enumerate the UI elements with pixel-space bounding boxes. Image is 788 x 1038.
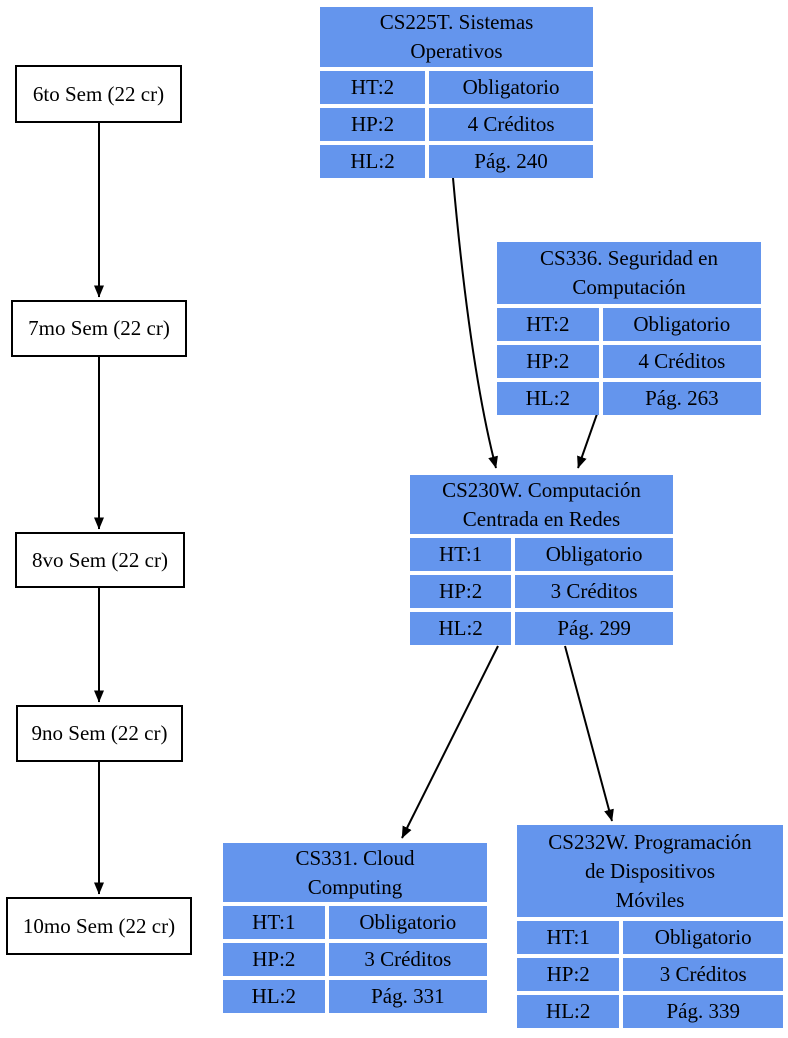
card-row-value: 3 Créditos	[515, 575, 673, 608]
course-title-line: CS331. Cloud	[295, 845, 415, 870]
course-card-cs336: CS336. Seguridad en Computación HT:2 Obl…	[497, 242, 761, 415]
card-row-value: Obligatorio	[602, 308, 761, 341]
semester-node-6to: 6to Sem (22 cr)	[15, 65, 182, 123]
edge-cs225t-cs230w	[452, 177, 498, 469]
card-row-value: Pág. 299	[515, 612, 673, 645]
semester-node-9no: 9no Sem (22 cr)	[16, 705, 183, 762]
card-row-value: Pág. 331	[328, 980, 487, 1013]
card-row-label: HP:2	[497, 345, 599, 378]
course-title-line: CS225T. Sistemas	[379, 10, 534, 34]
edge-cs230w-cs232w	[564, 645, 614, 822]
semester-node-8vo: 8vo Sem (22 cr)	[15, 532, 185, 588]
edge-cs336-cs230w	[577, 413, 598, 469]
card-row-value: Obligatorio	[623, 921, 783, 954]
card-row-label: HT:1	[517, 921, 620, 954]
card-row-label: HT:2	[320, 71, 426, 104]
course-card-cs225t: CS225T. Sistemas Operativos HT:2 Obligat…	[320, 7, 593, 178]
course-title-line: Centrada en Redes	[462, 506, 621, 531]
course-title-line: Computing	[307, 874, 403, 899]
card-row-value: 3 Créditos	[623, 958, 783, 991]
course-card-cs232w: CS232W. Programación de Dispositivos Móv…	[517, 825, 783, 1028]
card-row-value: 4 Créditos	[429, 108, 593, 141]
card-row-value: Obligatorio	[328, 906, 487, 939]
course-title-line: Computación	[572, 275, 686, 299]
card-row-value: 4 Créditos	[602, 345, 761, 378]
course-title: CS336. Seguridad en Computación	[497, 242, 761, 304]
card-row-label: HP:2	[320, 108, 426, 141]
semester-node-10mo: 10mo Sem (22 cr)	[6, 897, 192, 955]
card-row-label: HP:2	[223, 943, 325, 976]
semester-node-7mo: 7mo Sem (22 cr)	[11, 300, 187, 357]
course-title-line: Operativos	[410, 39, 503, 63]
course-title-line: Móviles	[615, 887, 685, 912]
course-title-line: CS230W. Computación	[442, 477, 641, 502]
card-row-label: HT:2	[497, 308, 599, 341]
course-title-line: de Dispositivos	[584, 858, 716, 883]
card-row-label: HL:2	[320, 145, 426, 178]
card-row-value: Pág. 263	[602, 382, 761, 415]
card-row-value: Obligatorio	[429, 71, 593, 104]
card-row-label: HL:2	[497, 382, 599, 415]
course-card-cs331: CS331. Cloud Computing HT:1 Obligatorio …	[223, 843, 487, 1013]
card-row-value: Pág. 339	[623, 995, 783, 1028]
card-row-label: HL:2	[517, 995, 620, 1028]
card-row-label: HP:2	[410, 575, 512, 608]
card-row-value: Obligatorio	[515, 538, 673, 571]
card-row-value: 3 Créditos	[328, 943, 487, 976]
edge-cs230w-cs331	[401, 645, 499, 839]
card-row-label: HT:1	[223, 906, 325, 939]
course-title: CS232W. Programación de Dispositivos Móv…	[517, 825, 783, 917]
card-row-value: Pág. 240	[429, 145, 593, 178]
course-card-cs230w: CS230W. Computación Centrada en Redes HT…	[410, 475, 673, 645]
course-title: CS225T. Sistemas Operativos	[320, 7, 593, 67]
course-title: CS331. Cloud Computing	[223, 843, 487, 902]
course-title: CS230W. Computación Centrada en Redes	[410, 475, 673, 534]
card-row-label: HL:2	[410, 612, 512, 645]
card-row-label: HP:2	[517, 958, 620, 991]
card-row-label: HT:1	[410, 538, 512, 571]
course-title-line: CS336. Seguridad en	[540, 246, 718, 270]
card-row-label: HL:2	[223, 980, 325, 1013]
course-title-line: CS232W. Programación	[548, 829, 752, 854]
